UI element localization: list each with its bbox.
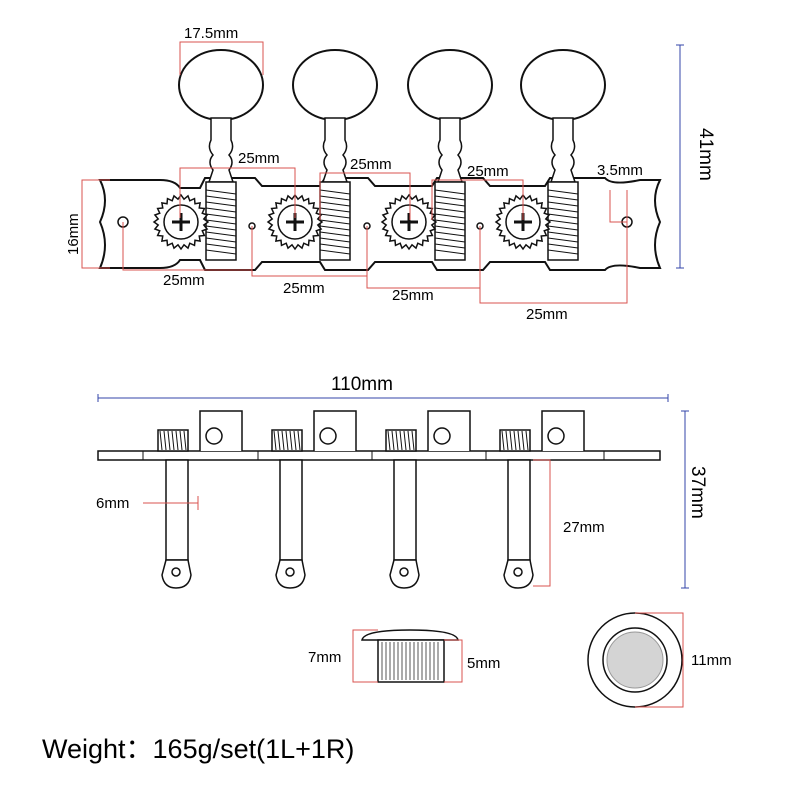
string-post [393,459,417,561]
screw-cross [400,213,418,231]
dim-button-width: 17.5mm [184,25,238,42]
tuner-units-side [157,410,585,589]
bracket-hole [205,427,223,445]
bracket-hole [547,427,565,445]
dim-side-height: 37mm [687,466,708,519]
tuner-button [520,49,606,121]
screw-cross [172,213,190,231]
dim-total-length: 110mm [331,374,393,395]
bushing-center [606,631,664,689]
dim-plate-height: 16mm [65,213,82,255]
tuner-shaft [436,117,464,183]
bushing-ribs [381,642,439,680]
dim-total-height: 41mm [695,128,716,181]
post-hole [171,567,181,577]
post-hole [399,567,409,577]
bushing-body [377,639,445,683]
dim-pitch-1: 25mm [163,272,205,289]
tuner-unit-top [152,49,264,261]
tuner-shaft [549,117,577,183]
dim-pitch-3: 25mm [392,287,434,304]
side-plate [97,450,661,461]
tuner-unit-side [157,410,243,589]
bushing-top-view [587,612,684,708]
dim-spacing-c: 25mm [467,163,509,180]
tuner-button [407,49,493,121]
post-hole [513,567,523,577]
string-post [507,459,531,561]
tuner-unit-side [385,410,471,589]
dim-spacing-b: 25mm [350,156,392,173]
top-view [98,49,662,271]
tuner-unit-side [499,410,585,589]
post-hole [285,567,295,577]
bracket-hole [319,427,337,445]
tuner-unit-side [271,410,357,589]
side-dimension-lines [97,394,689,589]
tuner-unit-top [266,49,378,261]
side-view [97,410,661,589]
dim-bushing-height: 7mm [308,649,341,666]
dim-bushing-outer: 11mm [691,652,732,669]
tuner-shaft [321,117,349,183]
dim-post-diameter: 6mm [96,495,129,512]
dim-hole-offset: 3.5mm [597,162,643,179]
dim-post-length: 27mm [563,519,605,536]
dim-spacing-a: 25mm [238,150,280,167]
tuner-button [292,49,378,121]
bracket-hole [433,427,451,445]
top-dimension-lines [81,41,684,304]
dim-pitch-4: 25mm [526,306,568,323]
dim-pitch-2: 25mm [283,280,325,297]
weight-label: Weight：165g/set(1L+1R) [42,734,354,764]
bushing-side-view [352,629,463,683]
tuner-units-top [152,49,606,261]
dim-bushing-inner: 5mm [467,655,500,672]
tuner-unit-top [494,49,606,261]
tuner-unit-top [380,49,493,261]
string-post [279,459,303,561]
string-post [165,459,189,561]
tuner-shaft [207,117,235,183]
bushing-flange [361,629,459,641]
tuner-button [178,49,264,121]
